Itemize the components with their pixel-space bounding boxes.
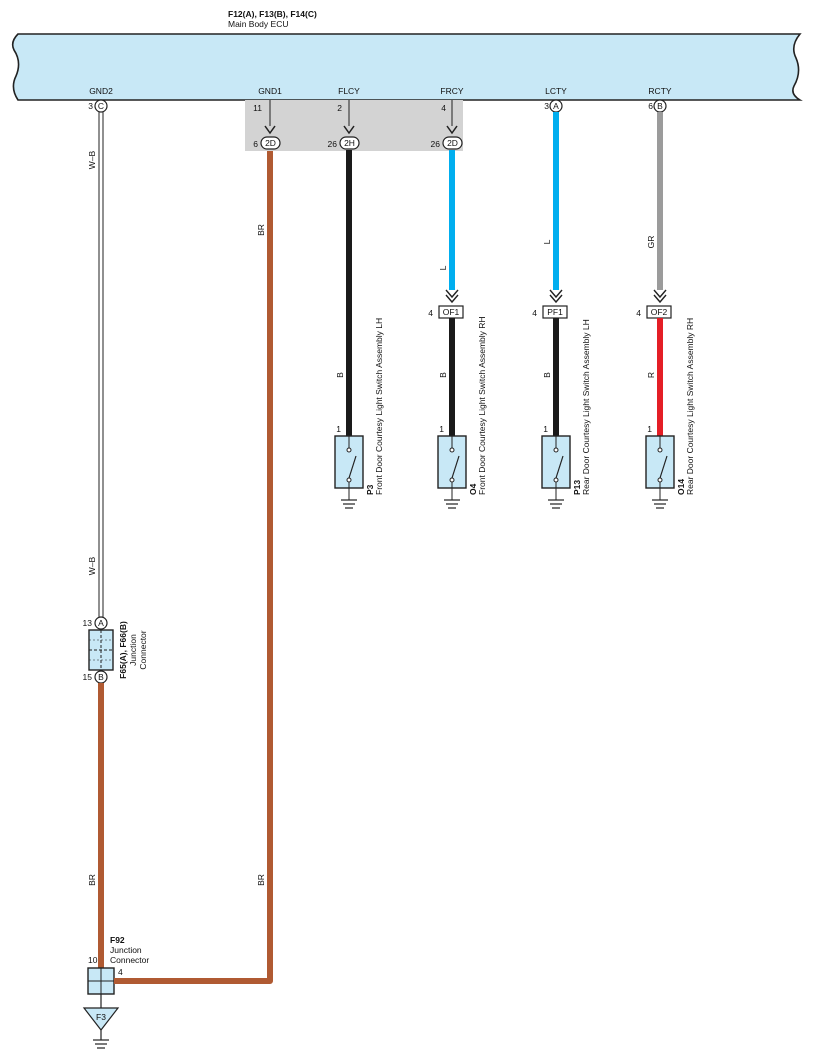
inline-conn-pf1: PF1	[547, 307, 563, 317]
inline-pin-frcy: 4	[428, 308, 433, 318]
inline-conn-of2: OF2	[651, 307, 668, 317]
wire-label-lcty-top: L	[542, 239, 552, 244]
switch-o4-pin: 1	[439, 424, 444, 434]
wire-label-gnd1-top: BR	[256, 224, 266, 236]
switch-p3-pin: 1	[336, 424, 341, 434]
jb-conn-flcy: 2H	[344, 138, 355, 148]
f65-connector-line2: Connector	[138, 630, 148, 669]
f65-connector-a	[94, 616, 108, 630]
jb-connector-gnd1	[260, 136, 281, 150]
ecu-name: Main Body ECU	[228, 19, 288, 29]
switch-o14-name: Rear Door Courtesy Light Switch Assembly…	[685, 318, 695, 495]
switch-p3: 1	[334, 424, 364, 509]
f92-pin-left: 10	[88, 955, 98, 965]
switch-p3-id: P3	[365, 484, 375, 495]
lcty-pin: 3	[544, 101, 549, 111]
switch-o14-pin: 1	[647, 424, 652, 434]
ground-point-label: F3	[96, 1012, 106, 1022]
wire-label-lcty-bottom: B	[542, 372, 552, 378]
switch-p13-name: Rear Door Courtesy Light Switch Assembly…	[581, 319, 591, 495]
terminal-frcy: FRCY	[440, 86, 463, 96]
switch-p13: 1	[541, 424, 571, 509]
rcty-pin: 6	[648, 101, 653, 111]
f92-pin-right: 4	[118, 967, 123, 977]
gnd2-connector-c	[94, 99, 108, 113]
inline-pin-lcty: 4	[532, 308, 537, 318]
jb-pin-frcy: 26	[431, 139, 441, 149]
f65-connector-line1: Junction	[128, 634, 138, 666]
switch-p13-id: P13	[572, 480, 582, 495]
f65-pin-bottom: 15	[83, 672, 93, 682]
switch-o14-id: O14	[676, 479, 686, 495]
wire-label-gnd1-bottom: BR	[256, 874, 266, 886]
jb-conn-frcy: 2D	[447, 138, 458, 148]
terminal-rcty: RCTY	[648, 86, 671, 96]
wire-label-frcy-bottom: B	[438, 372, 448, 378]
ecu-connector-ids: F12(A), F13(B), F14(C)	[228, 9, 317, 19]
switch-o4: 1	[437, 424, 467, 509]
lcty-conn-letter: A	[553, 101, 559, 111]
wire-label-rcty-top: GR	[646, 236, 656, 249]
wire-label-flcy: B	[335, 372, 345, 378]
switch-o4-id: O4	[468, 483, 478, 495]
f65-conn-letter-top: A	[98, 618, 104, 628]
f92-connector-id: F92	[110, 935, 125, 945]
terminal-flcy: FLCY	[338, 86, 360, 96]
jb-conn-gnd1: 2D	[265, 138, 276, 148]
terminal-gnd1: GND1	[258, 86, 282, 96]
jb-connector-frcy	[442, 136, 463, 150]
jb-pin-flcy: 26	[328, 139, 338, 149]
f65-conn-letter-bottom: B	[98, 672, 104, 682]
wire-label-rcty-bottom: R	[646, 372, 656, 378]
terminal-gnd2: GND2	[89, 86, 113, 96]
switch-p13-pin: 1	[543, 424, 548, 434]
jb-connector-flcy	[339, 136, 360, 150]
wire-br-gnd1	[114, 151, 273, 984]
f92-connector-line2: Connector	[110, 955, 149, 965]
f3-ground-point	[82, 1007, 120, 1031]
frcy-pin: 4	[441, 103, 446, 113]
wire-label-gnd2-bottom: W–B	[87, 556, 97, 575]
switch-o4-name: Front Door Courtesy Light Switch Assembl…	[477, 316, 487, 495]
f92-connector-line1: Junction	[110, 945, 142, 955]
jb-pin-gnd1: 6	[253, 139, 258, 149]
gnd2-pin: 3	[88, 101, 93, 111]
rcty-conn-letter: B	[657, 101, 663, 111]
flcy-pin: 2	[337, 103, 342, 113]
main-body-ecu-box	[11, 33, 803, 101]
switch-p3-name: Front Door Courtesy Light Switch Assembl…	[374, 318, 384, 495]
inline-conn-of1: OF1	[443, 307, 460, 317]
wire-label-f92-top: BR	[87, 874, 97, 886]
wire-label-frcy-top: L	[438, 265, 448, 270]
gnd1-pin: 11	[253, 103, 262, 113]
switch-o14: 1	[645, 424, 675, 509]
f65-pin-top: 13	[83, 618, 93, 628]
terminal-lcty: LCTY	[545, 86, 567, 96]
f65-connector-id: F65(A), F66(B)	[118, 621, 128, 679]
inline-pin-rcty: 4	[636, 308, 641, 318]
gnd2-conn-letter: C	[98, 101, 104, 111]
wire-label-gnd2-top: W–B	[87, 150, 97, 169]
